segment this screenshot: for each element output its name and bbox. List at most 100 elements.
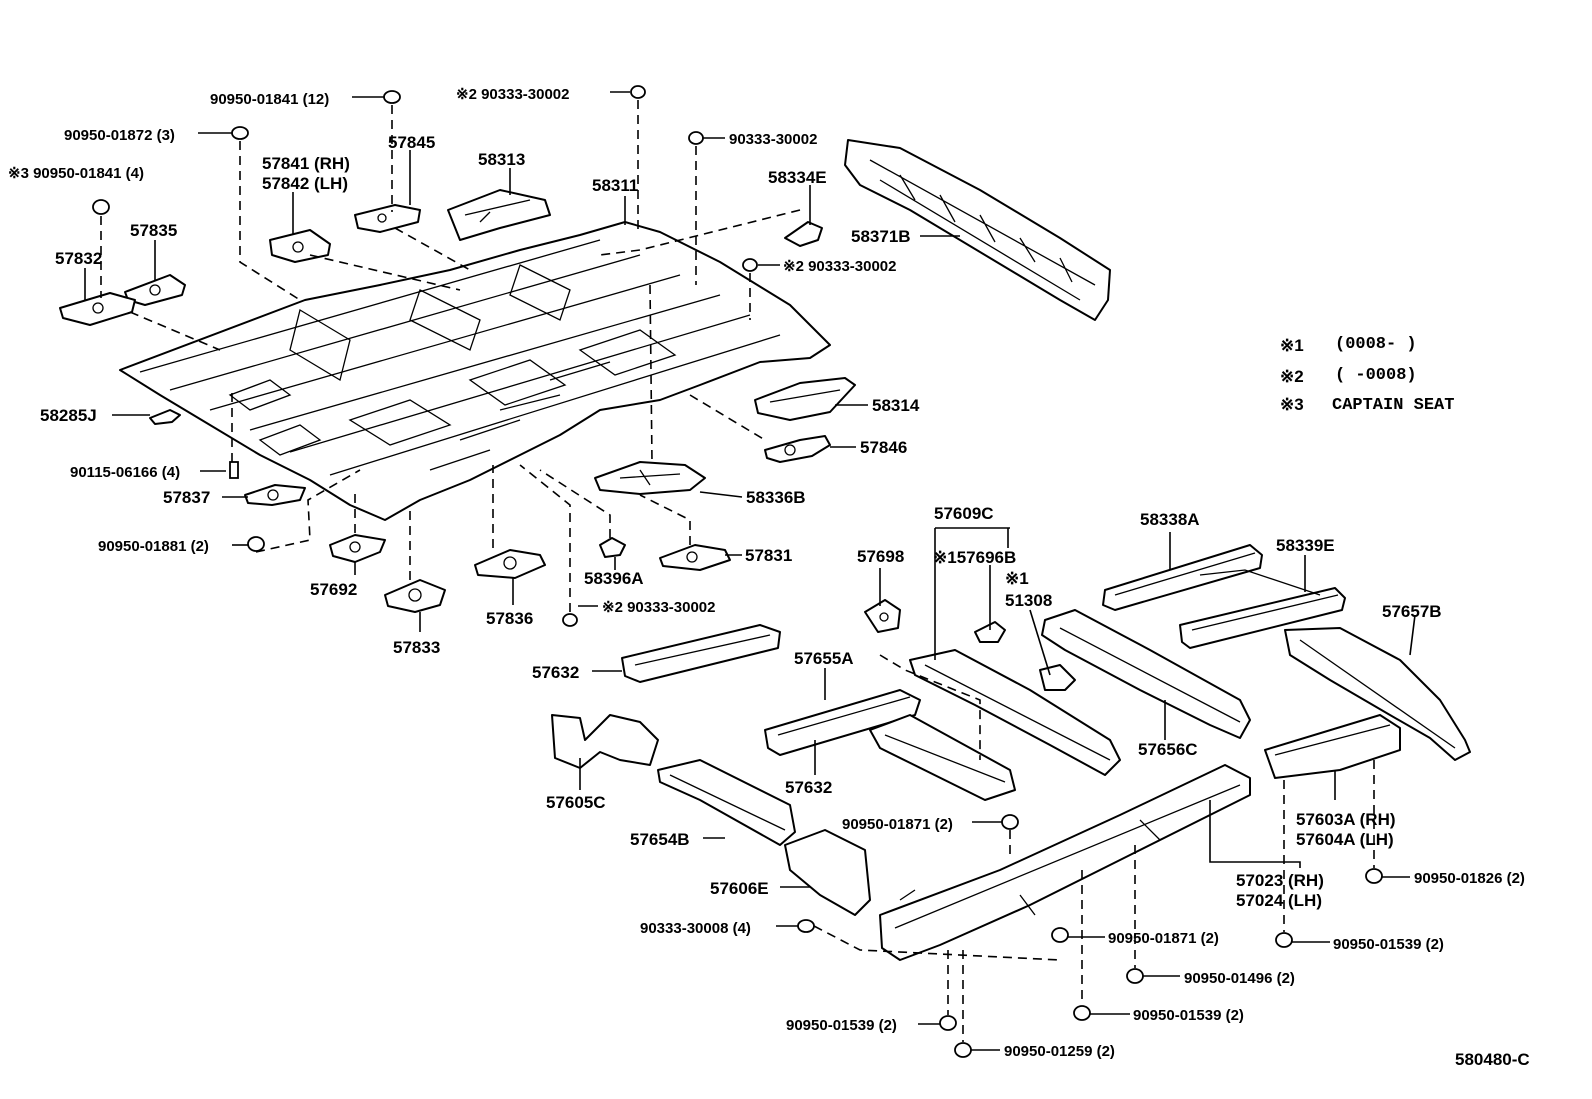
fastener-90950-01881-2[interactable]: [247, 536, 265, 552]
fastener-90333-30002-low[interactable]: [562, 613, 578, 627]
bracket-58396A[interactable]: [599, 537, 626, 558]
fastener-90950-01841-12[interactable]: [383, 90, 401, 104]
label-90950-01871-2-b: 90950-01871 (2): [1108, 930, 1219, 947]
member-57609C[interactable]: [909, 649, 1121, 776]
label-57835: 57835: [130, 221, 177, 240]
label-57698: 57698: [857, 547, 904, 566]
bracket-57698[interactable]: [864, 599, 901, 633]
member-57606E[interactable]: [784, 829, 871, 916]
bracket-57833[interactable]: [384, 579, 446, 613]
bracket-57692[interactable]: [329, 534, 386, 563]
fastener-90115-06166-4[interactable]: [229, 461, 239, 479]
member-58339E[interactable]: [1179, 569, 1346, 649]
diagram-code: 580480-C: [1455, 1050, 1530, 1069]
label-90333-30002-top: ※2 90333-30002: [456, 86, 570, 103]
legend-text-1: (0008- ): [1335, 335, 1417, 354]
label-57023: 57023 (RH): [1236, 871, 1324, 890]
fastener-90950-01496-2[interactable]: [1126, 968, 1144, 984]
label-90333-30002-low: ※2 90333-30002: [602, 599, 716, 616]
label-90950-01539-2-b: 90950-01539 (2): [1133, 1007, 1244, 1024]
floor-pan-58311[interactable]: [119, 221, 831, 521]
member-57655A[interactable]: [764, 689, 921, 756]
label-57605C: 57605C: [546, 793, 606, 812]
fastener-90950-01841-4[interactable]: [92, 199, 110, 215]
member-57605C[interactable]: [551, 714, 659, 769]
label-90950-01539-2-a: 90950-01539 (2): [1333, 936, 1444, 953]
label-58338A: 58338A: [1140, 510, 1200, 529]
member-57603A[interactable]: [1264, 714, 1401, 779]
fastener-90333-30008-4[interactable]: [797, 919, 815, 933]
fastener-90950-01539-2-c[interactable]: [939, 1015, 957, 1031]
fastener-90950-01259-2[interactable]: [954, 1042, 972, 1058]
member-57654B[interactable]: [657, 759, 796, 846]
bracket-57841[interactable]: [269, 229, 331, 263]
label-57696B: ※157696B: [933, 548, 1016, 567]
member-57656C[interactable]: [1041, 609, 1251, 739]
bracket-57846[interactable]: [764, 435, 831, 463]
label-51308: 51308: [1005, 591, 1052, 610]
fastener-90333-30002-a[interactable]: [688, 131, 704, 145]
fastener-90950-01826-2[interactable]: [1365, 868, 1383, 884]
label-57692: 57692: [310, 580, 357, 599]
label-57846: 57846: [860, 438, 907, 457]
label-58396A: 58396A: [584, 569, 644, 588]
fastener-90950-01871-2-b[interactable]: [1051, 927, 1069, 943]
bracket-57836[interactable]: [474, 549, 546, 579]
bracket-57831[interactable]: [659, 544, 731, 571]
part-labels: 90950-01841 (12) ※2 90333-30002 90333-30…: [8, 86, 1525, 1060]
fastener-90333-30002-top[interactable]: [630, 85, 646, 99]
bracket-58334E[interactable]: [784, 221, 823, 247]
label-57845: 57845: [388, 133, 435, 152]
member-57632-rear[interactable]: [869, 714, 1016, 801]
label-57632-rear: 57632: [785, 778, 832, 797]
label-90333-30002-mid: ※2 90333-30002: [783, 258, 897, 275]
label-57832: 57832: [55, 249, 102, 268]
label-58336B: 58336B: [746, 488, 806, 507]
fastener-90950-01872-3[interactable]: [231, 126, 249, 140]
bracket-58313[interactable]: [447, 189, 551, 241]
legend: ※1 (0008- ) ※2 ( -0008) ※3 CAPTAIN SEAT: [1280, 335, 1454, 415]
frame-rail-57023[interactable]: [879, 764, 1251, 961]
bracket-58314[interactable]: [754, 377, 856, 421]
label-58311: 58311: [592, 176, 638, 195]
label-90333-30008-4: 90333-30008 (4): [640, 920, 751, 937]
label-57609C: 57609C: [934, 504, 994, 523]
legend-mark-3: ※3: [1280, 395, 1304, 414]
label-58313: 58313: [478, 150, 525, 169]
label-90333-30002-a: 90333-30002: [729, 131, 817, 148]
bracket-58285J[interactable]: [149, 409, 181, 425]
label-90950-01496-2: 90950-01496 (2): [1184, 970, 1295, 987]
fastener-90333-30002-mid[interactable]: [742, 258, 758, 272]
member-57632-front[interactable]: [621, 624, 781, 683]
label-51308-mark: ※1: [1005, 569, 1029, 588]
bracket-58336B[interactable]: [594, 461, 706, 495]
label-57833: 57833: [393, 638, 440, 657]
label-57842: 57842 (LH): [262, 174, 348, 193]
bracket-51308[interactable]: [1039, 664, 1076, 691]
bracket-57845[interactable]: [354, 204, 421, 233]
bracket-57837[interactable]: [244, 484, 306, 506]
legend-text-2: ( -0008): [1335, 366, 1417, 385]
bracket-57696B[interactable]: [974, 621, 1006, 643]
member-57657B[interactable]: [1284, 627, 1471, 761]
label-90950-01872-3: 90950-01872 (3): [64, 127, 175, 144]
label-58339E: 58339E: [1276, 536, 1335, 555]
label-57606E: 57606E: [710, 879, 769, 898]
label-58371B: 58371B: [851, 227, 911, 246]
label-57837: 57837: [163, 488, 210, 507]
bracket-57832[interactable]: [59, 292, 136, 326]
label-58314: 58314: [872, 396, 920, 415]
legend-text-3: CAPTAIN SEAT: [1332, 396, 1454, 415]
cross-member-58371B[interactable]: [844, 139, 1111, 321]
label-90950-01871-2-a: 90950-01871 (2): [842, 816, 953, 833]
label-57836: 57836: [486, 609, 533, 628]
label-57655A: 57655A: [794, 649, 854, 668]
member-58338A[interactable]: [1102, 544, 1263, 611]
label-57841: 57841 (RH): [262, 154, 350, 173]
label-57604A: 57604A (LH): [1296, 830, 1394, 849]
fastener-90950-01539-2-a[interactable]: [1275, 932, 1293, 948]
fastener-90950-01539-2-b[interactable]: [1073, 1005, 1091, 1021]
label-90950-01881-2: 90950-01881 (2): [98, 538, 209, 555]
fastener-90950-01871-2-a[interactable]: [1001, 814, 1019, 830]
